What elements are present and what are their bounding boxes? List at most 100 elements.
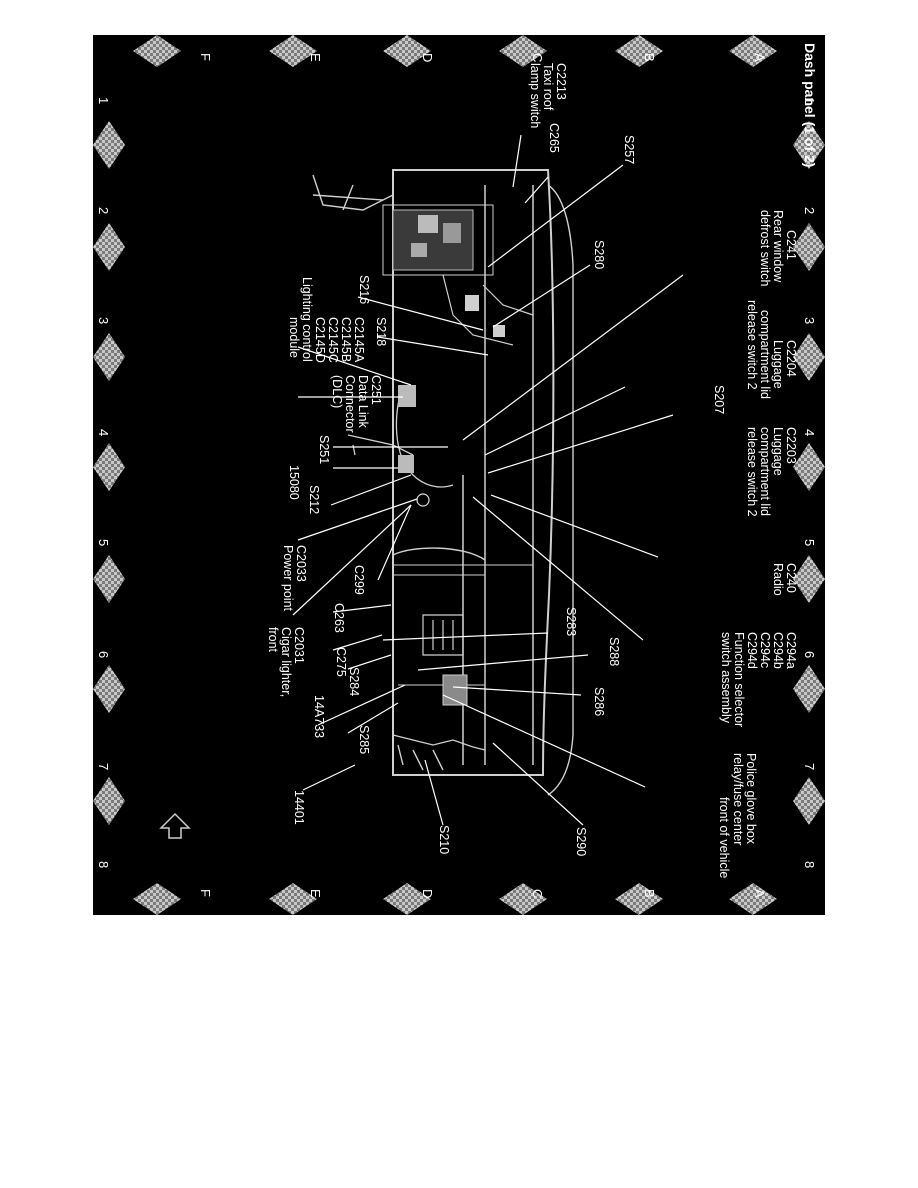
svg-text:7: 7	[96, 763, 111, 770]
svg-text:S210: S210	[437, 825, 451, 854]
label-c2213: C2213Taxi rooflamp switch	[528, 63, 568, 128]
svg-text:C: C	[530, 53, 545, 62]
label-police-glove-box: Police glove boxrelay/fuse center	[731, 753, 758, 845]
svg-text:5: 5	[802, 539, 817, 546]
svg-text:S212: S212	[307, 485, 321, 514]
label-c299: C299	[352, 565, 366, 595]
svg-text:2: 2	[802, 207, 817, 214]
label-14a733: 14A733	[312, 695, 326, 738]
label-c2033: C2033Power point	[281, 545, 308, 612]
svg-text:S285: S285	[357, 725, 371, 754]
svg-text:F: F	[198, 889, 213, 897]
svg-text:S251: S251	[317, 435, 331, 464]
svg-text:1: 1	[96, 97, 111, 104]
label-s207: S207	[712, 385, 726, 414]
svg-text:E: E	[308, 889, 323, 898]
svg-text:C2204Luggagecompartment lidrel: C2204Luggagecompartment lidrelease switc…	[745, 300, 798, 399]
label-s285: S285	[357, 725, 371, 754]
label-s286: S286	[592, 687, 606, 716]
label-c263: C263	[332, 603, 346, 633]
label-c2203: C2203Luggagecompartment lidrelease switc…	[745, 427, 798, 517]
svg-text:C241Rear windowdefrost switch: C241Rear windowdefrost switch	[758, 210, 798, 286]
label-s212: S212	[307, 485, 321, 514]
svg-text:C265: C265	[547, 123, 561, 153]
label-s284: S284	[347, 667, 361, 696]
front-of-vehicle-label: front of vehicle	[717, 797, 731, 878]
svg-text:S288: S288	[607, 637, 621, 666]
svg-text:3: 3	[802, 317, 817, 324]
svg-text:S207: S207	[712, 385, 726, 414]
front-of-vehicle-arrow-icon	[159, 812, 191, 839]
svg-text:D: D	[420, 889, 435, 898]
label-14401: 14401	[292, 790, 306, 825]
dash-harness-drawing	[312, 169, 574, 796]
svg-text:15080: 15080	[287, 465, 301, 500]
svg-text:S280: S280	[592, 240, 606, 269]
label-s216: S216	[357, 275, 371, 304]
svg-text:S283: S283	[564, 607, 578, 636]
svg-text:4: 4	[96, 429, 111, 436]
svg-text:A: A	[752, 53, 767, 62]
svg-text:8: 8	[96, 861, 111, 868]
svg-text:S218: S218	[374, 317, 388, 346]
svg-text:2: 2	[96, 207, 111, 214]
svg-text:A: A	[752, 889, 767, 898]
svg-text:D: D	[420, 53, 435, 62]
label-c294: C294aC294bC294cC294dFunction selectorswi…	[719, 632, 798, 727]
svg-text:C2213Taxi rooflamp switch: C2213Taxi rooflamp switch	[528, 63, 568, 128]
svg-text:8: 8	[802, 861, 817, 868]
svg-text:F: F	[198, 53, 213, 61]
diagram-title: Dash panel (1 of 2)	[802, 43, 818, 167]
label-s210: S210	[437, 825, 451, 854]
label-c251: C251Data LinkConnector(DLC)	[330, 375, 383, 433]
label-s257: S257	[622, 135, 636, 164]
svg-text:C275: C275	[334, 647, 348, 677]
svg-text:1: 1	[802, 97, 817, 104]
svg-text:S286: S286	[592, 687, 606, 716]
label-s283: S283	[564, 607, 578, 636]
svg-text:S290: S290	[574, 827, 588, 856]
label-15080: 15080	[287, 465, 301, 500]
svg-text:C2145AC2145BC2145CC2145DLighti: C2145AC2145BC2145CC2145DLighting control…	[287, 277, 366, 363]
label-c2031: C2031Cigar lighter,front	[266, 627, 306, 697]
svg-text:3: 3	[96, 317, 111, 324]
svg-text:C299: C299	[352, 565, 366, 595]
label-c241: C241Rear windowdefrost switch	[758, 210, 798, 286]
svg-text:C251Data LinkConnector(DLC): C251Data LinkConnector(DLC)	[330, 375, 383, 433]
svg-text:S216: S216	[357, 275, 371, 304]
svg-text:C294aC294bC294cC294dFunction s: C294aC294bC294cC294dFunction selectorswi…	[719, 632, 798, 727]
svg-text:Police glove boxrelay/fuse cen: Police glove boxrelay/fuse center	[731, 753, 758, 845]
svg-text:6: 6	[802, 651, 817, 658]
label-s280: S280	[592, 240, 606, 269]
label-c2145: C2145AC2145BC2145CC2145DLighting control…	[287, 277, 366, 363]
grid-row-letters: A B C D E F A B C D E F	[198, 53, 767, 898]
svg-text:S257: S257	[622, 135, 636, 164]
label-s288: S288	[607, 637, 621, 666]
svg-text:B: B	[642, 889, 657, 898]
label-c240: C240Radio	[771, 563, 798, 596]
svg-text:7: 7	[802, 763, 817, 770]
svg-text:14A733: 14A733	[312, 695, 326, 738]
svg-text:C2203Luggagecompartment lidrel: C2203Luggagecompartment lidrelease switc…	[745, 427, 798, 517]
label-c2204: C2204Luggagecompartment lidrelease switc…	[745, 300, 798, 399]
label-s218: S218	[374, 317, 388, 346]
svg-text:C263: C263	[332, 603, 346, 633]
svg-text:C240Radio: C240Radio	[771, 563, 798, 596]
label-s290: S290	[574, 827, 588, 856]
label-c265: C265	[547, 123, 561, 153]
svg-text:14401: 14401	[292, 790, 306, 825]
label-c275: C275	[334, 647, 348, 677]
svg-text:C2033Power point: C2033Power point	[281, 545, 308, 612]
label-s251: S251	[317, 435, 331, 464]
svg-text:4: 4	[802, 429, 817, 436]
svg-text:C: C	[530, 889, 545, 898]
svg-text:C2031Cigar lighter,front: C2031Cigar lighter,front	[266, 627, 306, 697]
svg-text:B: B	[642, 53, 657, 62]
grid-border-markers	[93, 35, 825, 915]
svg-text:E: E	[308, 53, 323, 62]
svg-text:5: 5	[96, 539, 111, 546]
grid-column-numbers: 1 2 3 4 5 6 7 8 1 2 3 4 5 6 7 8	[96, 97, 817, 868]
svg-text:S284: S284	[347, 667, 361, 696]
leader-lines	[292, 134, 684, 826]
svg-text:6: 6	[96, 651, 111, 658]
